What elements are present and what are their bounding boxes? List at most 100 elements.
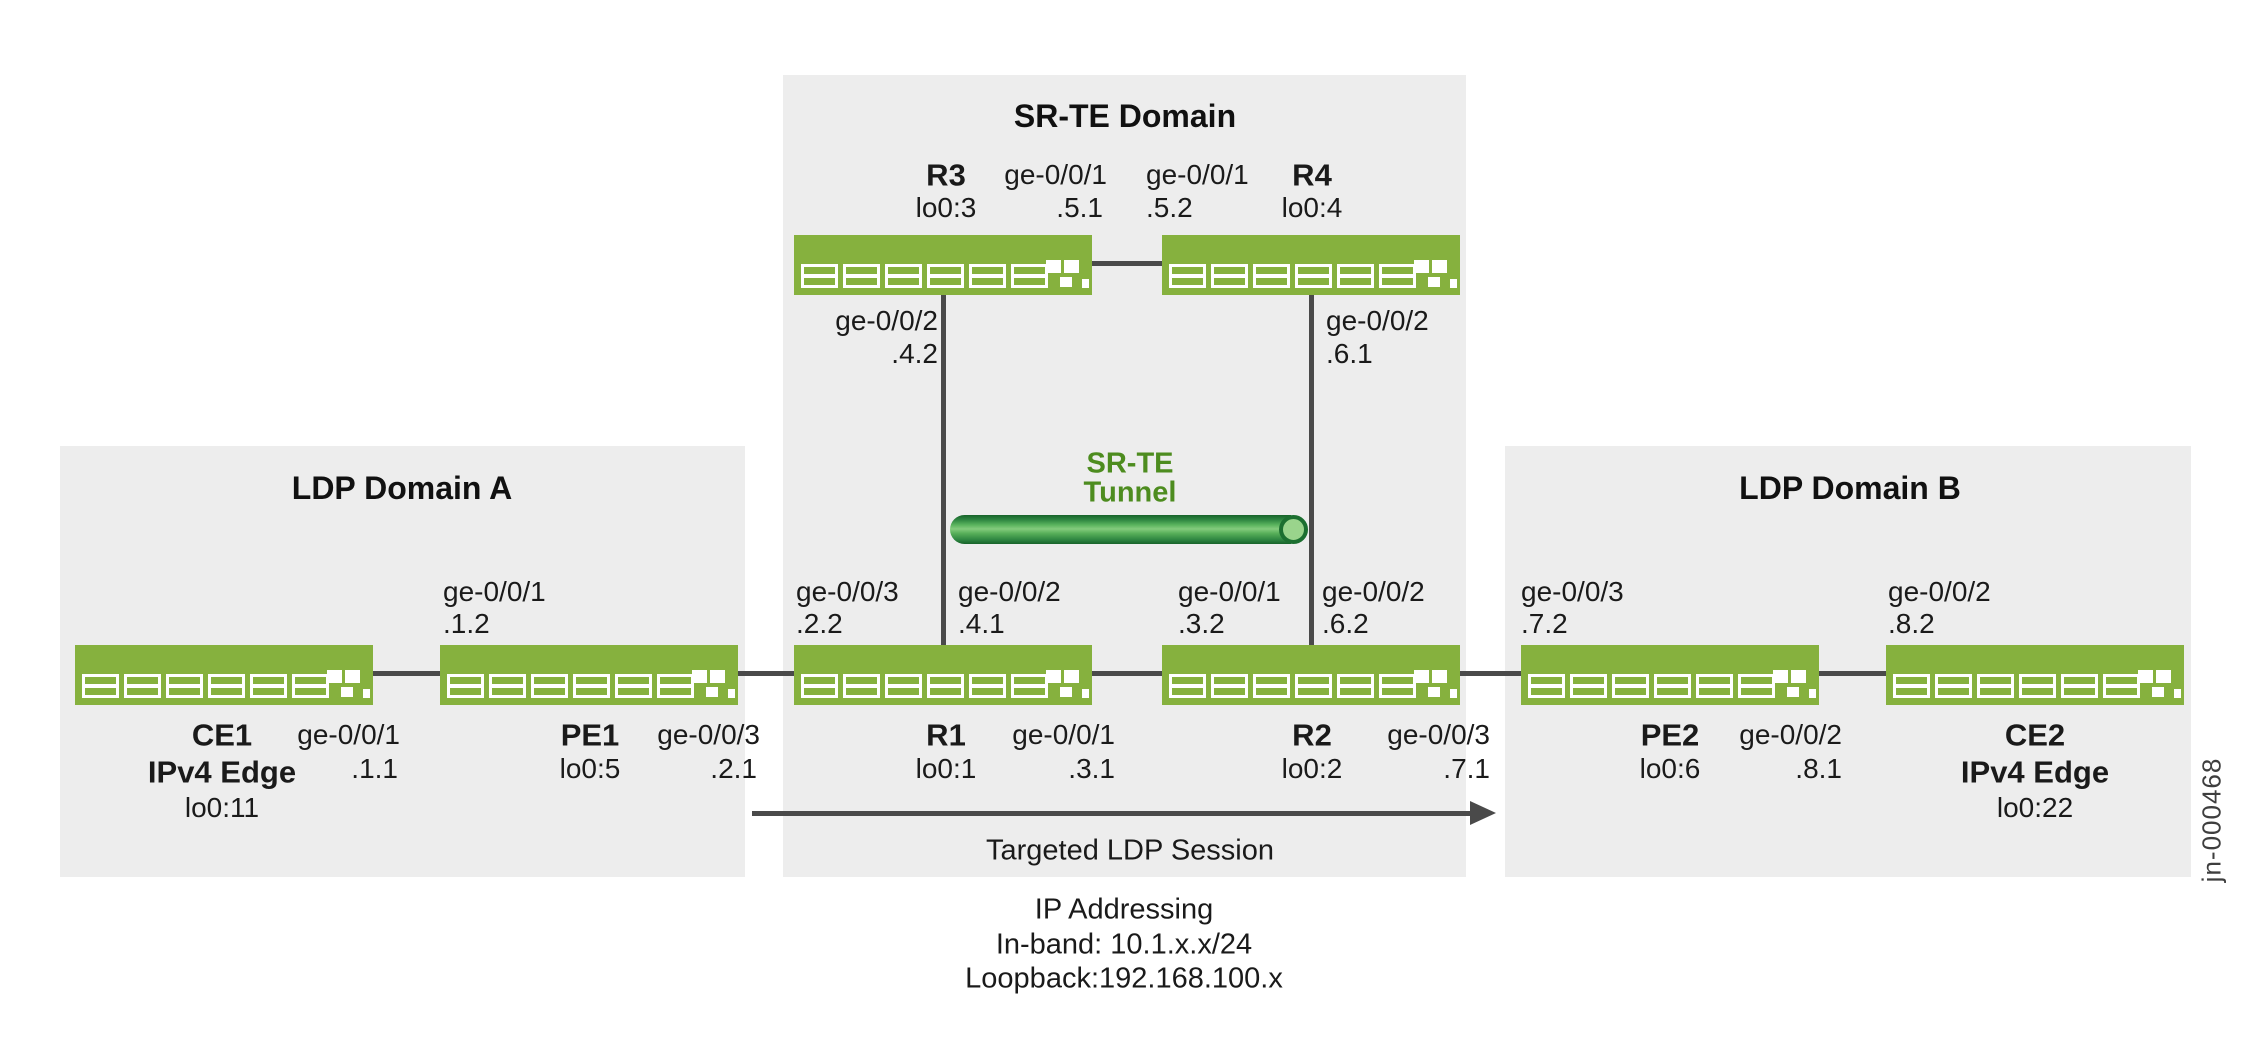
interface-label: ge-0/0/2 xyxy=(958,576,1061,607)
switch-port-icon xyxy=(615,674,652,698)
switch-port-icon xyxy=(1654,674,1691,698)
domain-title-ldp-domain-b: LDP Domain B xyxy=(1739,470,1961,506)
switch-port-icon xyxy=(927,674,964,698)
targeted-ldp-session-arrow-line xyxy=(752,811,1472,816)
switch-port-icon xyxy=(1977,674,2014,698)
switch-led-icon xyxy=(1773,670,1788,683)
switch-led-icon xyxy=(1432,260,1447,273)
interface-address-label: .2.2 xyxy=(796,608,843,639)
switch-port-icon xyxy=(885,264,922,288)
ip-addressing-inband: In-band: 10.1.x.x/24 xyxy=(995,928,1253,961)
device-name-label: R1 xyxy=(926,717,966,753)
device-r1-switch xyxy=(794,645,1092,705)
switch-led-icon xyxy=(1046,260,1061,273)
switch-port-icon xyxy=(2019,674,2056,698)
switch-port-icon xyxy=(124,674,161,698)
interface-address-label: .6.2 xyxy=(1322,608,1369,639)
switch-port-icon xyxy=(166,674,203,698)
loopback-label: lo0:6 xyxy=(1639,753,1701,784)
switch-port-icon xyxy=(1337,674,1374,698)
interface-address-label: .4.1 xyxy=(958,608,1005,639)
interface-address-label: .6.1 xyxy=(1326,338,1373,369)
interface-label: ge-0/0/2 xyxy=(1322,576,1425,607)
switch-led-icon xyxy=(1060,277,1072,287)
switch-led-icon xyxy=(1428,277,1440,287)
switch-led-icon xyxy=(710,670,725,683)
link-ce1-pe1-r1-r2-pe2-ce2 xyxy=(224,671,2035,676)
loopback-label: lo0:2 xyxy=(1281,753,1343,784)
device-role-label: IPv4 Edge xyxy=(147,754,297,790)
interface-label: ge-0/0/1 xyxy=(297,719,400,750)
interface-address-label: .5.2 xyxy=(1146,192,1193,223)
switch-port-icon xyxy=(573,674,610,698)
switch-led-icon xyxy=(1428,687,1440,697)
device-pe2-switch xyxy=(1521,645,1819,705)
switch-led-icon xyxy=(1432,670,1447,683)
switch-led-icon xyxy=(1064,670,1079,683)
switch-port-icon xyxy=(1379,264,1416,288)
interface-address-label: .7.2 xyxy=(1521,608,1568,639)
switch-led-icon xyxy=(2138,670,2153,683)
switch-port-row xyxy=(1893,674,2140,698)
switch-port-icon xyxy=(927,264,964,288)
loopback-label: lo0:1 xyxy=(915,753,977,784)
domain-box-sr-te-domain xyxy=(783,75,1466,877)
switch-port-icon xyxy=(1295,674,1332,698)
device-role-label: IPv4 Edge xyxy=(1960,754,2110,790)
switch-port-icon xyxy=(657,674,694,698)
interface-label: ge-0/0/1 xyxy=(1178,576,1281,607)
switch-led-icon xyxy=(363,689,370,698)
switch-port-icon xyxy=(1253,674,1290,698)
device-r4-switch xyxy=(1162,235,1460,295)
interface-address-label: .2.1 xyxy=(710,753,757,784)
switch-led-icon xyxy=(1791,670,1806,683)
switch-port-icon xyxy=(292,674,329,698)
loopback-label: lo0:4 xyxy=(1281,192,1343,223)
interface-label: ge-0/0/2 xyxy=(835,305,938,336)
switch-port-row xyxy=(1169,264,1416,288)
targeted-ldp-session-label: Targeted LDP Session xyxy=(985,834,1275,867)
switch-port-icon xyxy=(1570,674,1607,698)
switch-port-row xyxy=(801,264,1048,288)
switch-port-icon xyxy=(1169,674,1206,698)
switch-port-icon xyxy=(1253,264,1290,288)
switch-led-icon xyxy=(728,689,735,698)
switch-port-icon xyxy=(1211,674,1248,698)
switch-port-icon xyxy=(1528,674,1565,698)
switch-led-icon xyxy=(692,670,707,683)
switch-port-icon xyxy=(447,674,484,698)
device-name-label: R4 xyxy=(1292,157,1332,193)
switch-port-row xyxy=(1528,674,1775,698)
interface-address-label: .8.1 xyxy=(1795,753,1842,784)
interface-address-label: .5.1 xyxy=(1056,192,1103,223)
link-r3-r1 xyxy=(941,261,946,655)
interface-address-label: .1.1 xyxy=(351,753,398,784)
switch-port-row xyxy=(1169,674,1416,698)
switch-port-icon xyxy=(843,264,880,288)
loopback-label: lo0:5 xyxy=(559,753,621,784)
switch-port-icon xyxy=(1011,264,1048,288)
loopback-label: lo0:22 xyxy=(1996,792,2074,823)
interface-label: ge-0/0/3 xyxy=(657,719,760,750)
sr-te-tunnel-cylinder xyxy=(950,515,1291,544)
switch-port-icon xyxy=(885,674,922,698)
switch-port-icon xyxy=(531,674,568,698)
domain-title-sr-te-domain: SR-TE Domain xyxy=(1013,98,1237,134)
switch-port-icon xyxy=(1738,674,1775,698)
switch-port-row xyxy=(801,674,1048,698)
switch-led-icon xyxy=(341,687,353,697)
switch-port-icon xyxy=(1169,264,1206,288)
interface-label: ge-0/0/3 xyxy=(796,576,899,607)
interface-label: ge-0/0/1 xyxy=(1012,719,1115,750)
switch-led-icon xyxy=(2174,689,2181,698)
switch-port-icon xyxy=(1379,674,1416,698)
switch-port-icon xyxy=(801,264,838,288)
device-ce2-switch xyxy=(1886,645,2184,705)
interface-address-label: .4.2 xyxy=(891,338,938,369)
targeted-ldp-session-arrow-head-icon xyxy=(1470,801,1496,825)
device-name-label: CE1 xyxy=(191,717,253,753)
switch-led-icon xyxy=(1046,670,1061,683)
switch-port-icon xyxy=(1935,674,1972,698)
device-r2-switch xyxy=(1162,645,1460,705)
